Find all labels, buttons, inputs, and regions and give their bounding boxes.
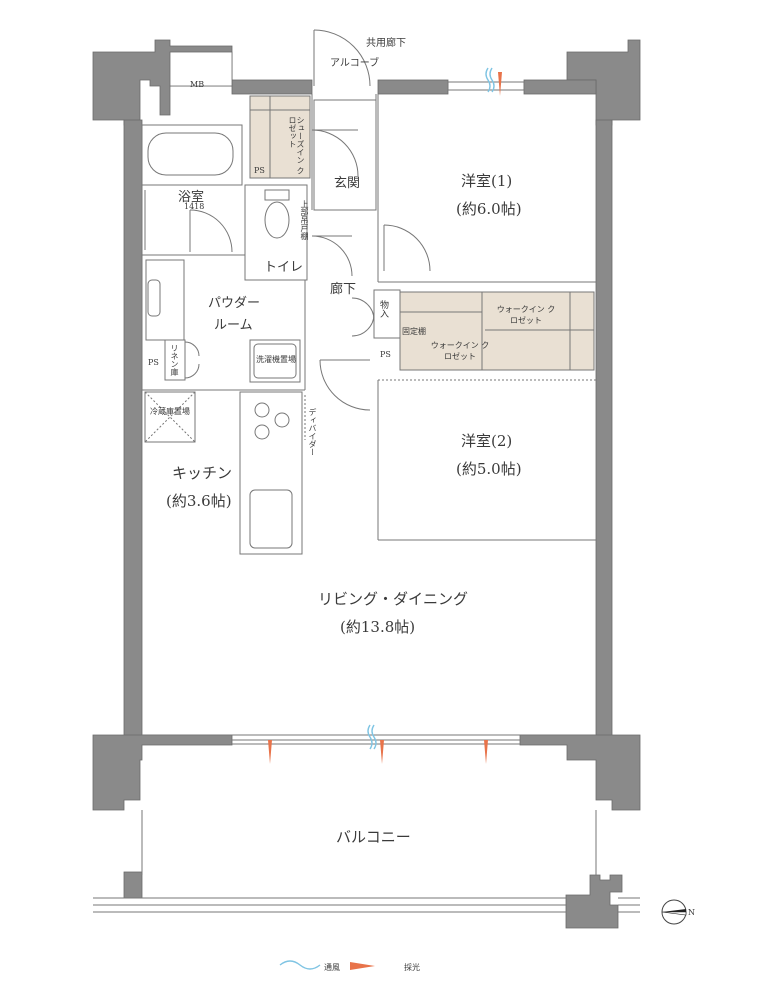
western2-size: (約5.0帖) xyxy=(456,460,522,478)
divider-label: ディバイダー xyxy=(308,408,317,456)
balcony-label: バルコニー xyxy=(336,828,411,846)
mb-box xyxy=(169,51,233,87)
ps-label-3: PS xyxy=(380,350,391,359)
ps-label-2: PS xyxy=(148,358,159,367)
mb-label: MB xyxy=(190,80,205,89)
north-label: N xyxy=(688,908,695,917)
powder-room-label-2: ルーム xyxy=(214,318,253,333)
hallway-label: 廊下 xyxy=(330,282,357,297)
corridor-label: 共用廊下 xyxy=(366,38,406,49)
western2-label: 洋室(2) xyxy=(461,432,513,450)
daylight-marks xyxy=(268,72,502,970)
upper-cabinet-label: 上部吊戸棚 xyxy=(300,200,309,240)
western1-label: 洋室(1) xyxy=(461,172,513,190)
living-label: リビング・ダイニング xyxy=(318,590,469,608)
powder-room-label-1: パウダー xyxy=(208,296,261,311)
laundry-label: 洗濯機置場 xyxy=(256,355,296,364)
walkin1-label: ウォークイン クロゼット xyxy=(430,341,490,361)
alcove-label: アルコーブ xyxy=(330,58,380,69)
bathroom-label: 浴室 xyxy=(178,190,205,205)
kitchen-size: (約3.6帖) xyxy=(166,492,232,510)
ventilation-marks xyxy=(279,67,495,970)
fixed-shelf-label: 固定棚 xyxy=(402,327,426,336)
interior-lines xyxy=(93,29,640,913)
bath-size-label: 1418 xyxy=(184,202,205,211)
compass-icon xyxy=(661,899,687,925)
linen-label: リネン庫 xyxy=(170,344,179,376)
walls xyxy=(92,39,641,929)
legend-daylight: 採光 xyxy=(404,963,420,972)
fridge-label: 冷蔵庫置場 xyxy=(150,407,190,416)
storage-label: 物入 xyxy=(378,300,388,318)
legend-ventilation: 通風 xyxy=(324,963,340,972)
walkin2-label: ウォークイン クロゼット xyxy=(496,305,556,325)
toilet-label: トイレ xyxy=(264,260,304,275)
kitchen-label: キッチン xyxy=(172,464,233,482)
entrance-label: 玄関 xyxy=(334,176,361,191)
western1-size: (約6.0帖) xyxy=(456,200,522,218)
ps-label-1: PS xyxy=(254,166,265,175)
shoe-closet-label: シューズイン クロゼット xyxy=(288,116,305,175)
living-size: (約13.8帖) xyxy=(340,618,416,636)
